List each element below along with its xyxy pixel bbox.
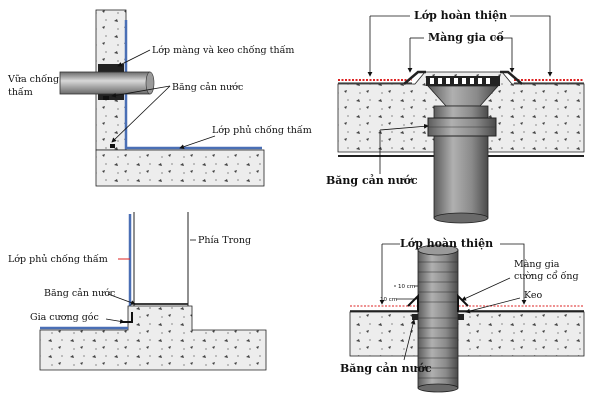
label-dim-upper: 10 cm bbox=[398, 284, 415, 290]
detail-floor-drain: Lớp hoàn thiện Màng gia cố Băng cản nước bbox=[326, 9, 585, 224]
floor-slab bbox=[95, 149, 265, 187]
label-mesh-br-line2: cường cổ ống bbox=[514, 270, 579, 282]
label-glue: Keo bbox=[524, 290, 542, 301]
label-finish-br: Lớp hoàn thiện bbox=[400, 237, 493, 250]
label-coating-bl: Lớp phủ chống thấm bbox=[8, 254, 108, 265]
corner-reinforcement bbox=[122, 312, 133, 323]
label-waterstop-bl: Băng cản nước bbox=[44, 288, 115, 299]
detail-pipe-through-slab: 10 cm 10 cm Lớp hoàn thiện Màng gia cườn… bbox=[340, 237, 585, 393]
label-mesh-tr: Màng gia cố bbox=[428, 31, 504, 44]
coating-layer bbox=[124, 20, 262, 150]
detail-wall-pipe: Lớp màng và keo chống thấm Vữa chống thấ… bbox=[7, 9, 312, 187]
label-coating-tl: Lớp phủ chống thấm bbox=[212, 125, 312, 136]
label-finish-tr: Lớp hoàn thiện bbox=[414, 9, 507, 22]
label-inside: Phía Trong bbox=[198, 235, 251, 246]
label-waterstop-tl: Băng cản nước bbox=[172, 82, 243, 93]
through-pipe bbox=[417, 249, 459, 389]
label-corner: Gia cương góc bbox=[30, 312, 99, 323]
pipe bbox=[59, 71, 151, 95]
label-membrane-glue: Lớp màng và keo chống thấm bbox=[152, 45, 294, 56]
label-mortar-line2: thấm bbox=[8, 87, 33, 98]
slab-br bbox=[349, 311, 585, 357]
label-waterstop-tr: Băng cản nước bbox=[326, 174, 418, 187]
label-waterstop-br: Băng cản nước bbox=[340, 362, 432, 375]
waterstop-strip-corner bbox=[110, 144, 115, 148]
detail-wall-floor-corner: Lớp phủ chống thấm Phía Trong Băng cản n… bbox=[8, 212, 267, 371]
waterstop-strip bbox=[103, 96, 109, 100]
label-dim-lower: 10 cm bbox=[380, 297, 397, 303]
label-mortar-line1: Vữa chống bbox=[7, 74, 59, 85]
label-mesh-br-line1: Màng gia bbox=[514, 259, 560, 270]
